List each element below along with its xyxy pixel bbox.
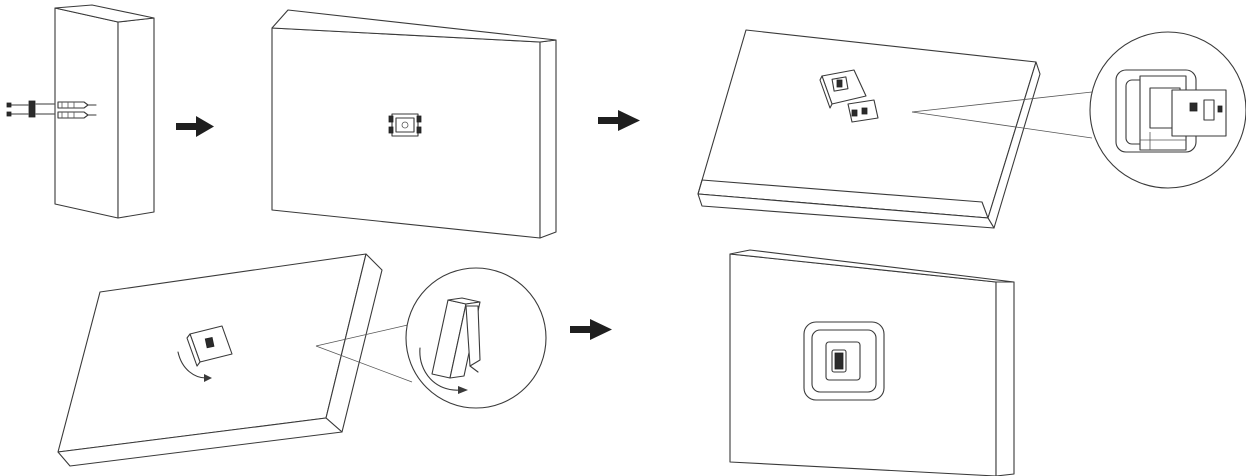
installed-device (803, 321, 885, 401)
device-rotating (177, 325, 233, 382)
step-1-wall-side-view (6, 4, 155, 219)
step-3-hang-device (697, 29, 1246, 229)
step-5-installed-device (729, 249, 1015, 476)
arrow-step4-to-step5 (570, 319, 612, 340)
mounting-bracket (388, 113, 422, 137)
arrow-step1-to-step2 (176, 116, 214, 137)
step-2-wall-with-bracket (271, 9, 557, 239)
detail-circle-rotate (405, 267, 547, 409)
step-4-rotate-device (57, 253, 547, 467)
device-hanging (819, 69, 879, 123)
arrow-step2-to-step3 (598, 110, 640, 131)
detail-circle-hang (1089, 31, 1246, 189)
screw-anchor-set (6, 100, 97, 119)
